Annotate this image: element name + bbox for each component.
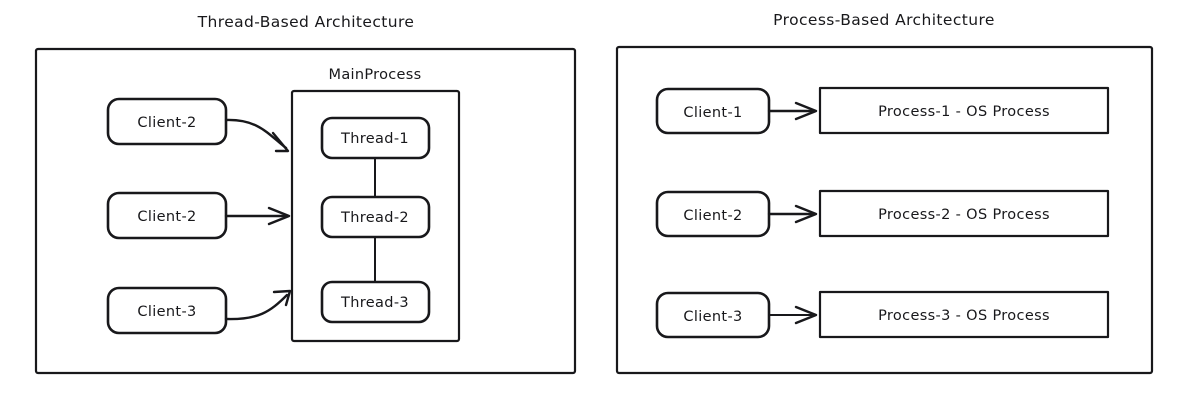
process-node-3-label: Process-3 - OS Process: [878, 308, 1050, 324]
process-client-node-3[interactable]: Client-3: [655, 291, 771, 339]
client-node-2[interactable]: Client-2: [106, 191, 228, 240]
process-node-2[interactable]: Process-2 - OS Process: [818, 189, 1110, 238]
thread-node-3[interactable]: Thread-3: [320, 280, 431, 324]
process-node-1-label: Process-1 - OS Process: [878, 104, 1050, 120]
client-node-2-label: Client-2: [137, 209, 196, 225]
process-node-2-label: Process-2 - OS Process: [878, 207, 1050, 223]
edge-client1-to-process1: [767, 101, 818, 121]
edge-client3-to-mainprocess: [224, 289, 292, 321]
right-panel-title: Process-Based Architecture: [773, 11, 995, 29]
process-client-node-1[interactable]: Client-1: [655, 87, 771, 135]
main-process-label: MainProcess: [329, 67, 422, 83]
process-node-1[interactable]: Process-1 - OS Process: [818, 86, 1110, 135]
thread-node-1-label: Thread-1: [340, 131, 409, 147]
client-node-1[interactable]: Client-2: [106, 97, 228, 146]
process-client-node-3-label: Client-3: [683, 309, 742, 325]
thread-node-1[interactable]: Thread-1: [320, 116, 431, 160]
edge-client3-to-process3: [768, 305, 818, 325]
edge-client2-to-mainprocess: [224, 206, 291, 226]
edge-client1-to-mainprocess: [224, 118, 290, 153]
edge-client2-to-process2: [767, 204, 818, 224]
process-client-node-1-label: Client-1: [683, 105, 742, 121]
process-client-node-2-label: Client-2: [683, 208, 742, 224]
process-node-3[interactable]: Process-3 - OS Process: [818, 290, 1110, 339]
left-panel-title: Thread-Based Architecture: [197, 13, 415, 31]
thread-node-2-label: Thread-2: [340, 210, 409, 226]
process-client-node-2[interactable]: Client-2: [655, 190, 771, 238]
client-node-1-label: Client-2: [137, 115, 196, 131]
client-node-3[interactable]: Client-3: [106, 286, 228, 335]
thread-node-2[interactable]: Thread-2: [320, 195, 431, 239]
thread-node-3-label: Thread-3: [340, 295, 409, 311]
client-node-3-label: Client-3: [137, 304, 196, 320]
